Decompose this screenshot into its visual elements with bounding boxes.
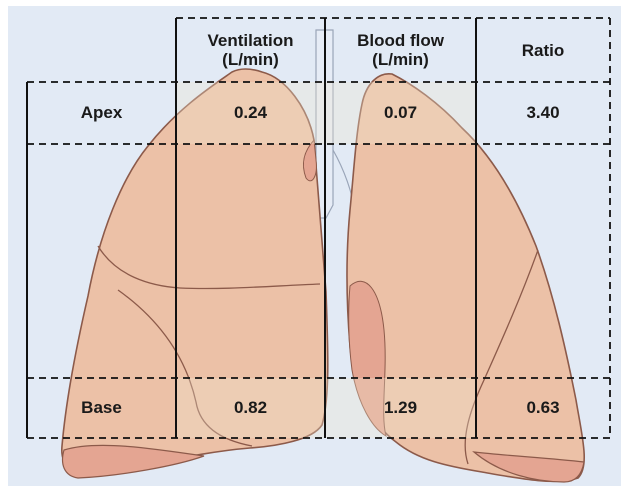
header-ratio: Ratio bbox=[476, 20, 610, 80]
apex-ratio-value: 3.40 bbox=[476, 82, 610, 144]
header-blood-flow-line1: Blood flow bbox=[357, 31, 444, 50]
base-ventilation-value: 0.82 bbox=[176, 378, 325, 438]
apex-blood-flow-value: 0.07 bbox=[325, 82, 476, 144]
base-blood-flow-value: 1.29 bbox=[325, 378, 476, 438]
header-ventilation: Ventilation (L/min) bbox=[176, 20, 325, 80]
base-ratio-value: 0.63 bbox=[476, 378, 610, 438]
header-ventilation-line2: (L/min) bbox=[222, 50, 279, 69]
header-ratio-line1: Ratio bbox=[522, 41, 565, 60]
apex-ventilation-value: 0.24 bbox=[176, 82, 325, 144]
row-label-apex: Apex bbox=[27, 82, 176, 144]
header-blood-flow: Blood flow (L/min) bbox=[325, 20, 476, 80]
row-label-base: Base bbox=[27, 378, 176, 438]
header-blood-flow-line2: (L/min) bbox=[372, 50, 429, 69]
header-ventilation-line1: Ventilation bbox=[208, 31, 294, 50]
